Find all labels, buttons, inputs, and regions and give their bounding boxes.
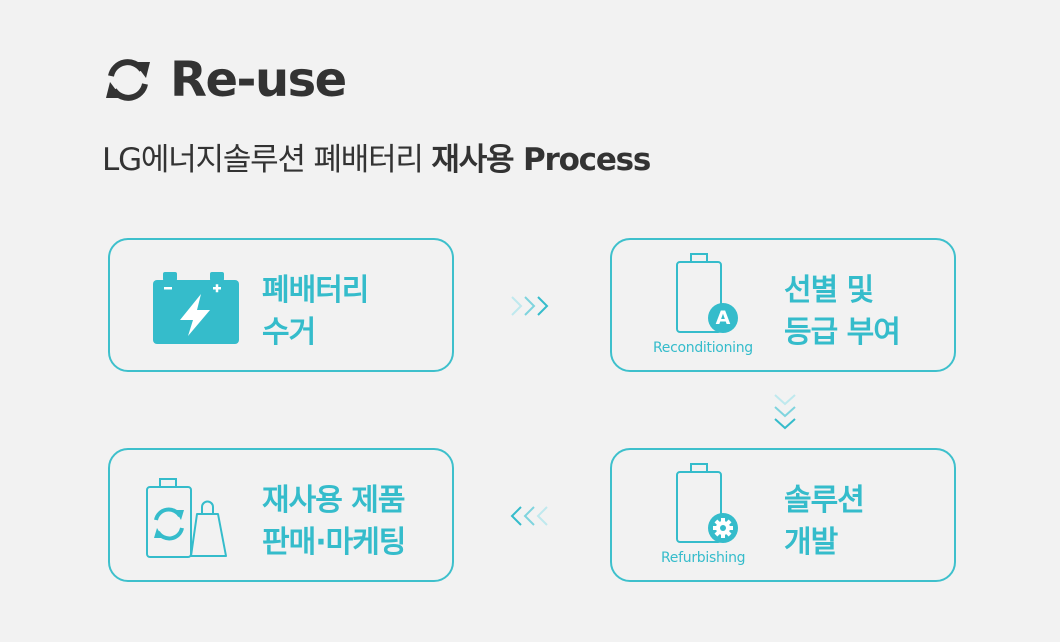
step-card-collection: 폐배터리 수거 <box>108 238 454 372</box>
step-label: 선별 및 등급 부여 <box>784 270 901 354</box>
step-label-line: 개발 <box>784 525 838 560</box>
subtitle-bold: 재사용 Process <box>431 142 651 178</box>
step-caption: Reconditioning <box>653 340 753 356</box>
step-label-line: 폐배터리 <box>262 273 369 308</box>
triple-chevron-right-icon <box>511 296 549 316</box>
page-title: Re-use <box>170 52 347 108</box>
step-label: 솔루션 개발 <box>784 480 865 564</box>
step-card-grading: A Reconditioning 선별 및 등급 부여 <box>610 238 956 372</box>
step-label-line: 판매·마케팅 <box>262 525 406 560</box>
triple-chevron-left-icon <box>510 506 548 526</box>
graded-battery-icon <box>676 253 738 333</box>
page-subtitle: LG에너지솔루션 폐배터리 재사용 Process <box>102 134 651 179</box>
page-header: Re-use <box>100 52 347 108</box>
subtitle-regular: LG에너지솔루션 폐배터리 <box>102 142 432 178</box>
grade-badge-letter: A <box>715 307 731 329</box>
step-caption: Refurbishing <box>661 550 746 566</box>
step-label-line: 재사용 제품 <box>262 483 405 518</box>
step-label-line: 선별 및 <box>784 273 874 308</box>
step-label-line: 수거 <box>262 315 316 350</box>
step-card-sales: 재사용 제품 판매·마케팅 <box>108 448 454 582</box>
battery-shopping-bag-icon <box>146 478 227 558</box>
step-label-line: 솔루션 <box>784 483 865 518</box>
step-label: 폐배터리 수거 <box>262 270 369 354</box>
charging-battery-icon <box>153 272 239 344</box>
triple-chevron-down-icon <box>774 394 796 430</box>
step-label: 재사용 제품 판매·마케팅 <box>262 480 406 564</box>
recycle-icon <box>106 59 150 101</box>
step-label-line: 등급 부여 <box>784 315 901 350</box>
battery-gear-icon <box>676 463 738 543</box>
step-card-solution: Refurbishing 솔루션 개발 <box>610 448 956 582</box>
